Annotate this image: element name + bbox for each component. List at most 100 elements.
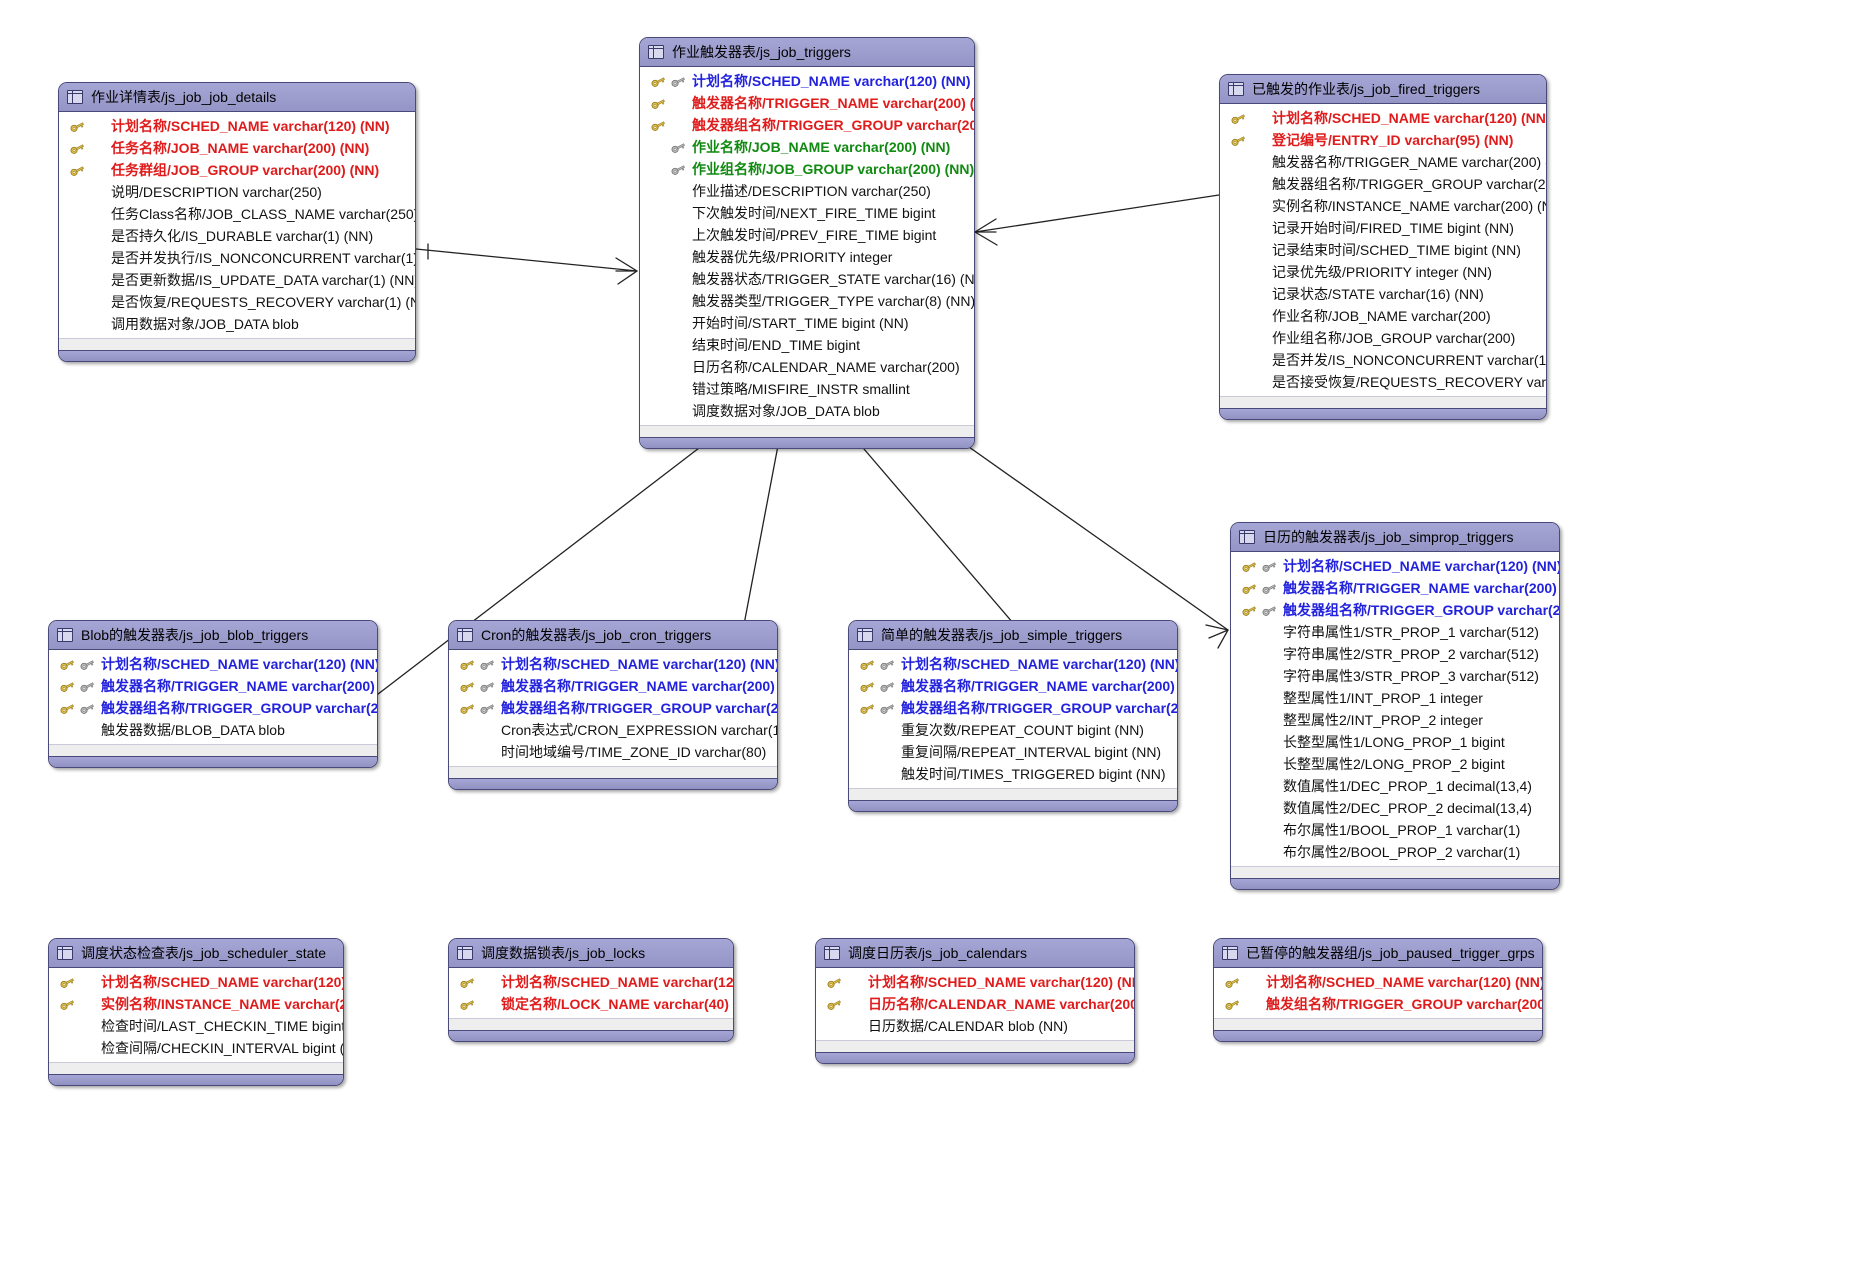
attribute-row[interactable]: 触发时间/TIMES_TRIGGERED bigint (NN): [849, 763, 1177, 785]
attribute-row[interactable]: 实例名称/INSTANCE_NAME varchar(200) (NN): [1220, 195, 1546, 217]
entity-scheduler_state[interactable]: 调度状态检查表/js_job_scheduler_state 计划名称/SCHED…: [48, 938, 344, 1086]
attribute-row[interactable]: 重复次数/REPEAT_COUNT bigint (NN): [849, 719, 1177, 741]
attribute-row[interactable]: 作业组名称/JOB_GROUP varchar(200): [1220, 327, 1546, 349]
attribute-row[interactable]: 整型属性2/INT_PROP_2 integer: [1231, 709, 1559, 731]
attribute-row[interactable]: 计划名称/SCHED_NAME varchar(120) (NN): [1220, 107, 1546, 129]
attribute-row[interactable]: 数值属性1/DEC_PROP_1 decimal(13,4): [1231, 775, 1559, 797]
attribute-row[interactable]: 触发器组名称/TRIGGER_GROUP varchar(200) (NN): [449, 697, 777, 719]
entity-header-scheduler_state[interactable]: 调度状态检查表/js_job_scheduler_state: [49, 939, 343, 968]
attribute-row[interactable]: 是否并发执行/IS_NONCONCURRENT varchar(1) (NN): [59, 247, 415, 269]
attribute-row[interactable]: 时间地域编号/TIME_ZONE_ID varchar(80): [449, 741, 777, 763]
attribute-row[interactable]: 作业描述/DESCRIPTION varchar(250): [640, 180, 974, 202]
entity-header-triggers[interactable]: 作业触发器表/js_job_triggers: [640, 38, 974, 67]
attribute-row[interactable]: 计划名称/SCHED_NAME varchar(120) (NN): [449, 653, 777, 675]
attribute-row[interactable]: 计划名称/SCHED_NAME varchar(120) (NN): [640, 70, 974, 92]
entity-simple_triggers[interactable]: 简单的触发器表/js_job_simple_triggers 计划名称/SCHED…: [848, 620, 1178, 812]
entity-header-cron_triggers[interactable]: Cron的触发器表/js_job_cron_triggers: [449, 621, 777, 650]
attribute-row[interactable]: 触发器名称/TRIGGER_NAME varchar(200) (NN): [49, 675, 377, 697]
attribute-row[interactable]: 是否恢复/REQUESTS_RECOVERY varchar(1) (NN): [59, 291, 415, 313]
attribute-row[interactable]: 计划名称/SCHED_NAME varchar(120) (NN): [49, 653, 377, 675]
attribute-row[interactable]: 记录结束时间/SCHED_TIME bigint (NN): [1220, 239, 1546, 261]
attribute-row[interactable]: 触发器组名称/TRIGGER_GROUP varchar(200) (NN): [849, 697, 1177, 719]
entity-job_details[interactable]: 作业详情表/js_job_job_details 计划名称/SCHED_NAME …: [58, 82, 416, 362]
attribute-row[interactable]: 下次触发时间/NEXT_FIRE_TIME bigint: [640, 202, 974, 224]
attribute-row[interactable]: 计划名称/SCHED_NAME varchar(120) (NN): [1214, 971, 1542, 993]
attribute-row[interactable]: 开始时间/START_TIME bigint (NN): [640, 312, 974, 334]
attribute-row[interactable]: 重复间隔/REPEAT_INTERVAL bigint (NN): [849, 741, 1177, 763]
attribute-row[interactable]: 锁定名称/LOCK_NAME varchar(40) (NN): [449, 993, 733, 1015]
attribute-row[interactable]: 说明/DESCRIPTION varchar(250): [59, 181, 415, 203]
attribute-row[interactable]: 任务群组/JOB_GROUP varchar(200) (NN): [59, 159, 415, 181]
attribute-row[interactable]: 上次触发时间/PREV_FIRE_TIME bigint: [640, 224, 974, 246]
entity-simprop_triggers[interactable]: 日历的触发器表/js_job_simprop_triggers 计划名称/SCHE…: [1230, 522, 1560, 890]
attribute-row[interactable]: 长整型属性2/LONG_PROP_2 bigint: [1231, 753, 1559, 775]
attribute-row[interactable]: 触发器数据/BLOB_DATA blob: [49, 719, 377, 741]
attribute-row[interactable]: 记录优先级/PRIORITY integer (NN): [1220, 261, 1546, 283]
entity-header-simprop_triggers[interactable]: 日历的触发器表/js_job_simprop_triggers: [1231, 523, 1559, 552]
attribute-row[interactable]: 任务名称/JOB_NAME varchar(200) (NN): [59, 137, 415, 159]
entity-paused_trigger_grps[interactable]: 已暂停的触发器组/js_job_paused_trigger_grps 计划名称/…: [1213, 938, 1543, 1042]
attribute-row[interactable]: 字符串属性2/STR_PROP_2 varchar(512): [1231, 643, 1559, 665]
attribute-row[interactable]: 作业名称/JOB_NAME varchar(200): [1220, 305, 1546, 327]
attribute-row[interactable]: 触发器名称/TRIGGER_NAME varchar(200) (NN): [1220, 151, 1546, 173]
entity-header-calendars[interactable]: 调度日历表/js_job_calendars: [816, 939, 1134, 968]
attribute-row[interactable]: 触发器组名称/TRIGGER_GROUP varchar(200) (NN): [1231, 599, 1559, 621]
attribute-row[interactable]: 检查时间/LAST_CHECKIN_TIME bigint (NN): [49, 1015, 343, 1037]
attribute-row[interactable]: 记录开始时间/FIRED_TIME bigint (NN): [1220, 217, 1546, 239]
attribute-row[interactable]: 是否更新数据/IS_UPDATE_DATA varchar(1) (NN): [59, 269, 415, 291]
entity-locks[interactable]: 调度数据锁表/js_job_locks 计划名称/SCHED_NAME varch…: [448, 938, 734, 1042]
attribute-row[interactable]: 检查间隔/CHECKIN_INTERVAL bigint (NN): [49, 1037, 343, 1059]
attribute-row[interactable]: 作业组名称/JOB_GROUP varchar(200) (NN): [640, 158, 974, 180]
attribute-row[interactable]: 计划名称/SCHED_NAME varchar(120) (NN): [849, 653, 1177, 675]
attribute-row[interactable]: 数值属性2/DEC_PROP_2 decimal(13,4): [1231, 797, 1559, 819]
attribute-row[interactable]: 实例名称/INSTANCE_NAME varchar(200) (NN): [49, 993, 343, 1015]
attribute-row[interactable]: 字符串属性1/STR_PROP_1 varchar(512): [1231, 621, 1559, 643]
attribute-row[interactable]: 计划名称/SCHED_NAME varchar(120) (NN): [49, 971, 343, 993]
attribute-row[interactable]: 触发器名称/TRIGGER_NAME varchar(200) (NN): [849, 675, 1177, 697]
attribute-row[interactable]: 布尔属性2/BOOL_PROP_2 varchar(1): [1231, 841, 1559, 863]
attribute-row[interactable]: 是否持久化/IS_DURABLE varchar(1) (NN): [59, 225, 415, 247]
attribute-row[interactable]: 日历数据/CALENDAR blob (NN): [816, 1015, 1134, 1037]
entity-header-locks[interactable]: 调度数据锁表/js_job_locks: [449, 939, 733, 968]
attribute-row[interactable]: 调度数据对象/JOB_DATA blob: [640, 400, 974, 422]
attribute-row[interactable]: 布尔属性1/BOOL_PROP_1 varchar(1): [1231, 819, 1559, 841]
attribute-row[interactable]: 触发器优先级/PRIORITY integer: [640, 246, 974, 268]
attribute-row[interactable]: 触发器名称/TRIGGER_NAME varchar(200) (NN): [1231, 577, 1559, 599]
attribute-row[interactable]: 计划名称/SCHED_NAME varchar(120) (NN): [1231, 555, 1559, 577]
attribute-row[interactable]: 触发器组名称/TRIGGER_GROUP varchar(200) (NN): [1220, 173, 1546, 195]
entity-header-fired_triggers[interactable]: 已触发的作业表/js_job_fired_triggers: [1220, 75, 1546, 104]
attribute-row[interactable]: 作业名称/JOB_NAME varchar(200) (NN): [640, 136, 974, 158]
attribute-row[interactable]: 触发器名称/TRIGGER_NAME varchar(200) (NN): [640, 92, 974, 114]
entity-blob_triggers[interactable]: Blob的触发器表/js_job_blob_triggers 计划名称/SCHED…: [48, 620, 378, 768]
attribute-row[interactable]: 是否接受恢复/REQUESTS_RECOVERY varchar(1): [1220, 371, 1546, 393]
attribute-row[interactable]: 是否并发/IS_NONCONCURRENT varchar(1): [1220, 349, 1546, 371]
entity-fired_triggers[interactable]: 已触发的作业表/js_job_fired_triggers 计划名称/SCHED_…: [1219, 74, 1547, 420]
attribute-row[interactable]: 日历名称/CALENDAR_NAME varchar(200): [640, 356, 974, 378]
entity-header-job_details[interactable]: 作业详情表/js_job_job_details: [59, 83, 415, 112]
attribute-row[interactable]: 触发器状态/TRIGGER_STATE varchar(16) (NN): [640, 268, 974, 290]
attribute-row[interactable]: 任务Class名称/JOB_CLASS_NAME varchar(250) (N…: [59, 203, 415, 225]
attribute-row[interactable]: 登记编号/ENTRY_ID varchar(95) (NN): [1220, 129, 1546, 151]
attribute-row[interactable]: 结束时间/END_TIME bigint: [640, 334, 974, 356]
attribute-row[interactable]: 整型属性1/INT_PROP_1 integer: [1231, 687, 1559, 709]
attribute-row[interactable]: 触发器名称/TRIGGER_NAME varchar(200) (NN): [449, 675, 777, 697]
entity-cron_triggers[interactable]: Cron的触发器表/js_job_cron_triggers 计划名称/SCHED…: [448, 620, 778, 790]
entity-header-paused_trigger_grps[interactable]: 已暂停的触发器组/js_job_paused_trigger_grps: [1214, 939, 1542, 968]
entity-calendars[interactable]: 调度日历表/js_job_calendars 计划名称/SCHED_NAME va…: [815, 938, 1135, 1064]
attribute-row[interactable]: 触发器类型/TRIGGER_TYPE varchar(8) (NN): [640, 290, 974, 312]
attribute-row[interactable]: 计划名称/SCHED_NAME varchar(120) (NN): [59, 115, 415, 137]
attribute-row[interactable]: 触发器组名称/TRIGGER_GROUP varchar(200) (NN): [49, 697, 377, 719]
attribute-row[interactable]: 计划名称/SCHED_NAME varchar(120) (NN): [449, 971, 733, 993]
attribute-row[interactable]: 计划名称/SCHED_NAME varchar(120) (NN): [816, 971, 1134, 993]
entity-header-simple_triggers[interactable]: 简单的触发器表/js_job_simple_triggers: [849, 621, 1177, 650]
attribute-row[interactable]: 长整型属性1/LONG_PROP_1 bigint: [1231, 731, 1559, 753]
entity-triggers[interactable]: 作业触发器表/js_job_triggers 计划名称/SCHED_NAME va…: [639, 37, 975, 449]
attribute-row[interactable]: 调用数据对象/JOB_DATA blob: [59, 313, 415, 335]
attribute-row[interactable]: Cron表达式/CRON_EXPRESSION varchar(120) (NN…: [449, 719, 777, 741]
attribute-row[interactable]: 触发器组名称/TRIGGER_GROUP varchar(200) (NN): [640, 114, 974, 136]
attribute-row[interactable]: 触发组名称/TRIGGER_GROUP varchar(200) (NN): [1214, 993, 1542, 1015]
attribute-row[interactable]: 记录状态/STATE varchar(16) (NN): [1220, 283, 1546, 305]
attribute-row[interactable]: 错过策略/MISFIRE_INSTR smallint: [640, 378, 974, 400]
entity-header-blob_triggers[interactable]: Blob的触发器表/js_job_blob_triggers: [49, 621, 377, 650]
